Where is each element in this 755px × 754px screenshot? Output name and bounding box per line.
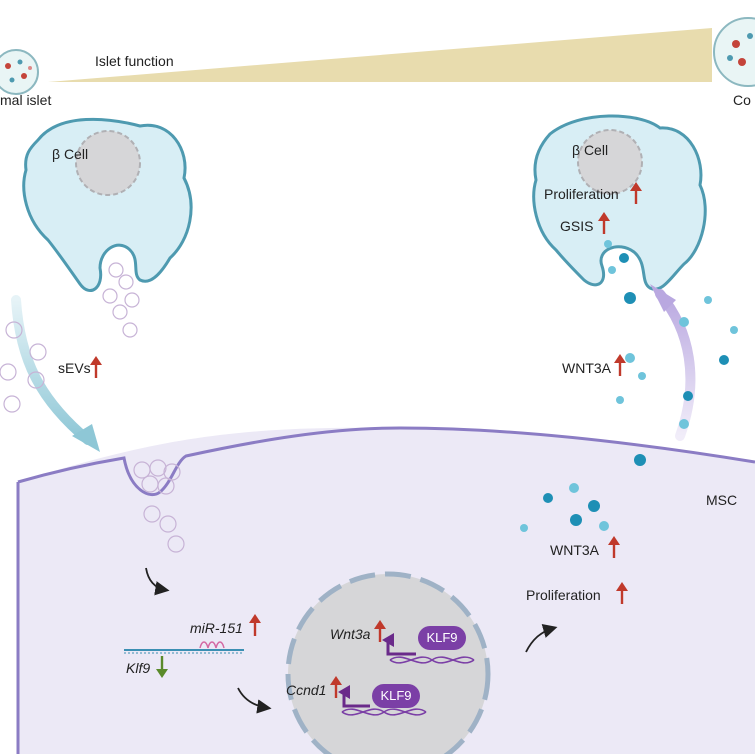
klf9-protein-bottom bbox=[372, 684, 420, 708]
dna-helix-bottom bbox=[341, 708, 427, 716]
beta-proliferation-label: Proliferation bbox=[544, 186, 619, 202]
wnt3a-transfer-arrow bbox=[655, 289, 696, 441]
cultured-islet-label: Co bbox=[733, 92, 751, 108]
ccnd1-gene-label: Ccnd1 bbox=[286, 682, 327, 698]
wnt3a-gene-label: Wnt3a bbox=[330, 626, 371, 642]
normal-islet-icon bbox=[0, 49, 39, 95]
msc-label: MSC bbox=[706, 492, 738, 508]
right-nucleus bbox=[577, 129, 643, 195]
mir151-label: miR-151 bbox=[190, 620, 243, 636]
wnt3a-particles bbox=[520, 240, 738, 532]
mir151-up-arrow-icon bbox=[249, 614, 261, 641]
wnt3a-gene-up-arrow-icon bbox=[374, 620, 386, 647]
left-beta-cell bbox=[22, 117, 193, 292]
extracellular-vesicles bbox=[0, 262, 185, 553]
klf9-label: Klf9 bbox=[126, 660, 151, 676]
ccnd1-gene-up-arrow-icon bbox=[330, 676, 342, 703]
wnt3a-secreted-up-arrow-icon bbox=[614, 354, 626, 381]
sevs-up-arrow-icon bbox=[90, 356, 102, 383]
gsis-up-arrow-icon bbox=[598, 212, 610, 239]
gsis-label: GSIS bbox=[560, 218, 594, 234]
left-beta-cell-label: β Cell bbox=[52, 146, 89, 162]
dna-helix-top bbox=[389, 656, 475, 664]
cultured-islet-icon bbox=[713, 17, 755, 87]
ccnd1-promoter-arrow bbox=[342, 694, 370, 708]
msc-proliferation-label: Proliferation bbox=[526, 587, 601, 603]
wnt3a-promoter-arrow bbox=[386, 642, 416, 656]
sevs-transfer-arrow bbox=[11, 295, 93, 445]
msc-membrane bbox=[17, 426, 755, 497]
msc-wnt3a-up-arrow-icon bbox=[608, 536, 620, 563]
right-beta-cell-label: β Cell bbox=[572, 142, 609, 158]
klf9-protein-bottom-label: KLF9 bbox=[380, 688, 412, 703]
klf9-protein-top bbox=[418, 626, 466, 650]
right-beta-cell bbox=[532, 114, 707, 291]
sevs-label: sEVs bbox=[58, 360, 91, 376]
klf9-down-arrow-icon bbox=[156, 656, 168, 683]
msc-proliferation-up-arrow-icon bbox=[616, 582, 628, 609]
islet-function-wedge bbox=[48, 28, 712, 82]
msc-nucleus bbox=[285, 571, 491, 754]
msc-wnt3a-label: WNT3A bbox=[550, 542, 599, 558]
left-nucleus bbox=[75, 130, 141, 196]
klf9-protein-top-label: KLF9 bbox=[426, 630, 458, 645]
mirna-binding-site bbox=[124, 641, 244, 654]
normal-islet-label: mal islet bbox=[0, 92, 52, 108]
islet-function-label: Islet function bbox=[95, 53, 174, 69]
wnt3a-secreted-label: WNT3A bbox=[562, 360, 611, 376]
beta-proliferation-up-arrow-icon bbox=[630, 182, 642, 209]
